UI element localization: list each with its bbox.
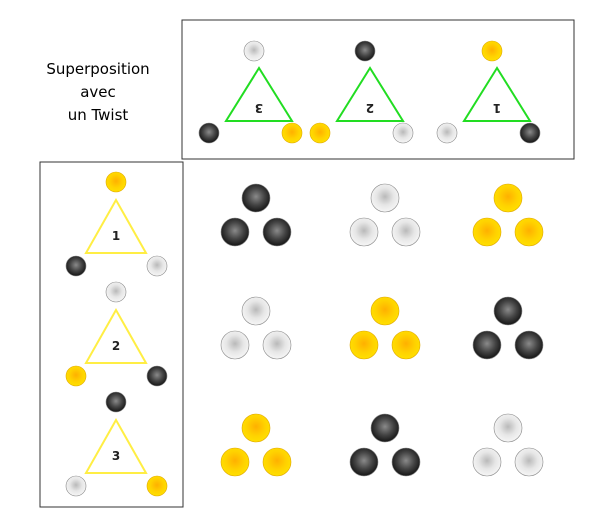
triangle-label: 3 xyxy=(255,101,263,115)
cluster-ball-top xyxy=(493,183,523,213)
cluster-ball-left xyxy=(472,217,502,247)
cluster-ball-right xyxy=(514,330,544,360)
cluster-ball-right xyxy=(514,217,544,247)
cluster-ball-right xyxy=(391,217,421,247)
cluster-ball-right xyxy=(391,447,421,477)
left-triangle-3: 3 xyxy=(65,391,168,497)
top-panel-frame xyxy=(181,19,575,160)
triangle-outline xyxy=(224,66,294,122)
apex-ball xyxy=(105,171,127,193)
cluster-ball-left xyxy=(349,447,379,477)
ball-cluster-r1-c1 xyxy=(220,183,292,247)
top-triangle-3: 1 xyxy=(436,40,541,144)
triangle-outline xyxy=(335,66,405,122)
left-ball xyxy=(198,122,220,144)
right-ball xyxy=(146,475,168,497)
apex-ball xyxy=(105,391,127,413)
cluster-ball-top xyxy=(241,413,271,443)
triangle-label: 2 xyxy=(366,101,374,115)
cluster-ball-right xyxy=(391,330,421,360)
cluster-ball-right xyxy=(262,330,292,360)
left-panel-frame xyxy=(39,161,184,508)
cluster-ball-right xyxy=(262,217,292,247)
triangle-outline xyxy=(84,197,148,254)
triangle-label: 1 xyxy=(112,229,120,243)
ball-cluster-r3-c3 xyxy=(472,413,544,477)
left-triangle-2: 2 xyxy=(65,281,168,387)
cluster-ball-left xyxy=(349,330,379,360)
ball-cluster-r1-c2 xyxy=(349,183,421,247)
triangle-label: 1 xyxy=(493,101,501,115)
cluster-ball-left xyxy=(220,447,250,477)
left-ball xyxy=(65,475,87,497)
left-ball xyxy=(436,122,458,144)
cluster-ball-top xyxy=(493,296,523,326)
cluster-ball-left xyxy=(220,217,250,247)
title-line-3: un Twist xyxy=(67,106,129,124)
left-ball xyxy=(65,255,87,277)
title-line-2: avec xyxy=(80,83,116,101)
apex-ball xyxy=(105,281,127,303)
cluster-ball-left xyxy=(349,217,379,247)
cluster-ball-left xyxy=(472,447,502,477)
triangle-outline xyxy=(84,417,148,474)
cluster-ball-right xyxy=(514,447,544,477)
ball-cluster-r3-c2 xyxy=(349,413,421,477)
right-ball xyxy=(146,365,168,387)
left-ball xyxy=(65,365,87,387)
cluster-ball-right xyxy=(262,447,292,477)
ball-cluster-r2-c2 xyxy=(349,296,421,360)
right-ball xyxy=(392,122,414,144)
right-ball xyxy=(281,122,303,144)
right-ball xyxy=(146,255,168,277)
cluster-ball-top xyxy=(370,296,400,326)
apex-ball xyxy=(243,40,265,62)
cluster-ball-top xyxy=(370,183,400,213)
left-triangle-1: 1 xyxy=(65,171,168,277)
ball-cluster-r2-c1 xyxy=(220,296,292,360)
cluster-ball-left xyxy=(220,330,250,360)
ball-cluster-r2-c3 xyxy=(472,296,544,360)
top-triangle-1: 3 xyxy=(198,40,303,144)
cluster-ball-left xyxy=(472,330,502,360)
ball-cluster-r1-c3 xyxy=(472,183,544,247)
apex-ball xyxy=(354,40,376,62)
apex-ball xyxy=(481,40,503,62)
cluster-ball-top xyxy=(370,413,400,443)
left-ball xyxy=(309,122,331,144)
triangle-label: 2 xyxy=(112,339,120,353)
cluster-ball-top xyxy=(241,296,271,326)
cluster-ball-top xyxy=(241,183,271,213)
top-triangle-2: 2 xyxy=(309,40,414,144)
cluster-ball-top xyxy=(493,413,523,443)
triangle-outline xyxy=(84,307,148,364)
title-line-1: Superposition xyxy=(46,60,150,78)
triangle-label: 3 xyxy=(112,449,120,463)
ball-cluster-r3-c1 xyxy=(220,413,292,477)
right-ball xyxy=(519,122,541,144)
diagram-title: Superposition avec un Twist xyxy=(38,58,158,127)
triangle-outline xyxy=(462,66,532,122)
